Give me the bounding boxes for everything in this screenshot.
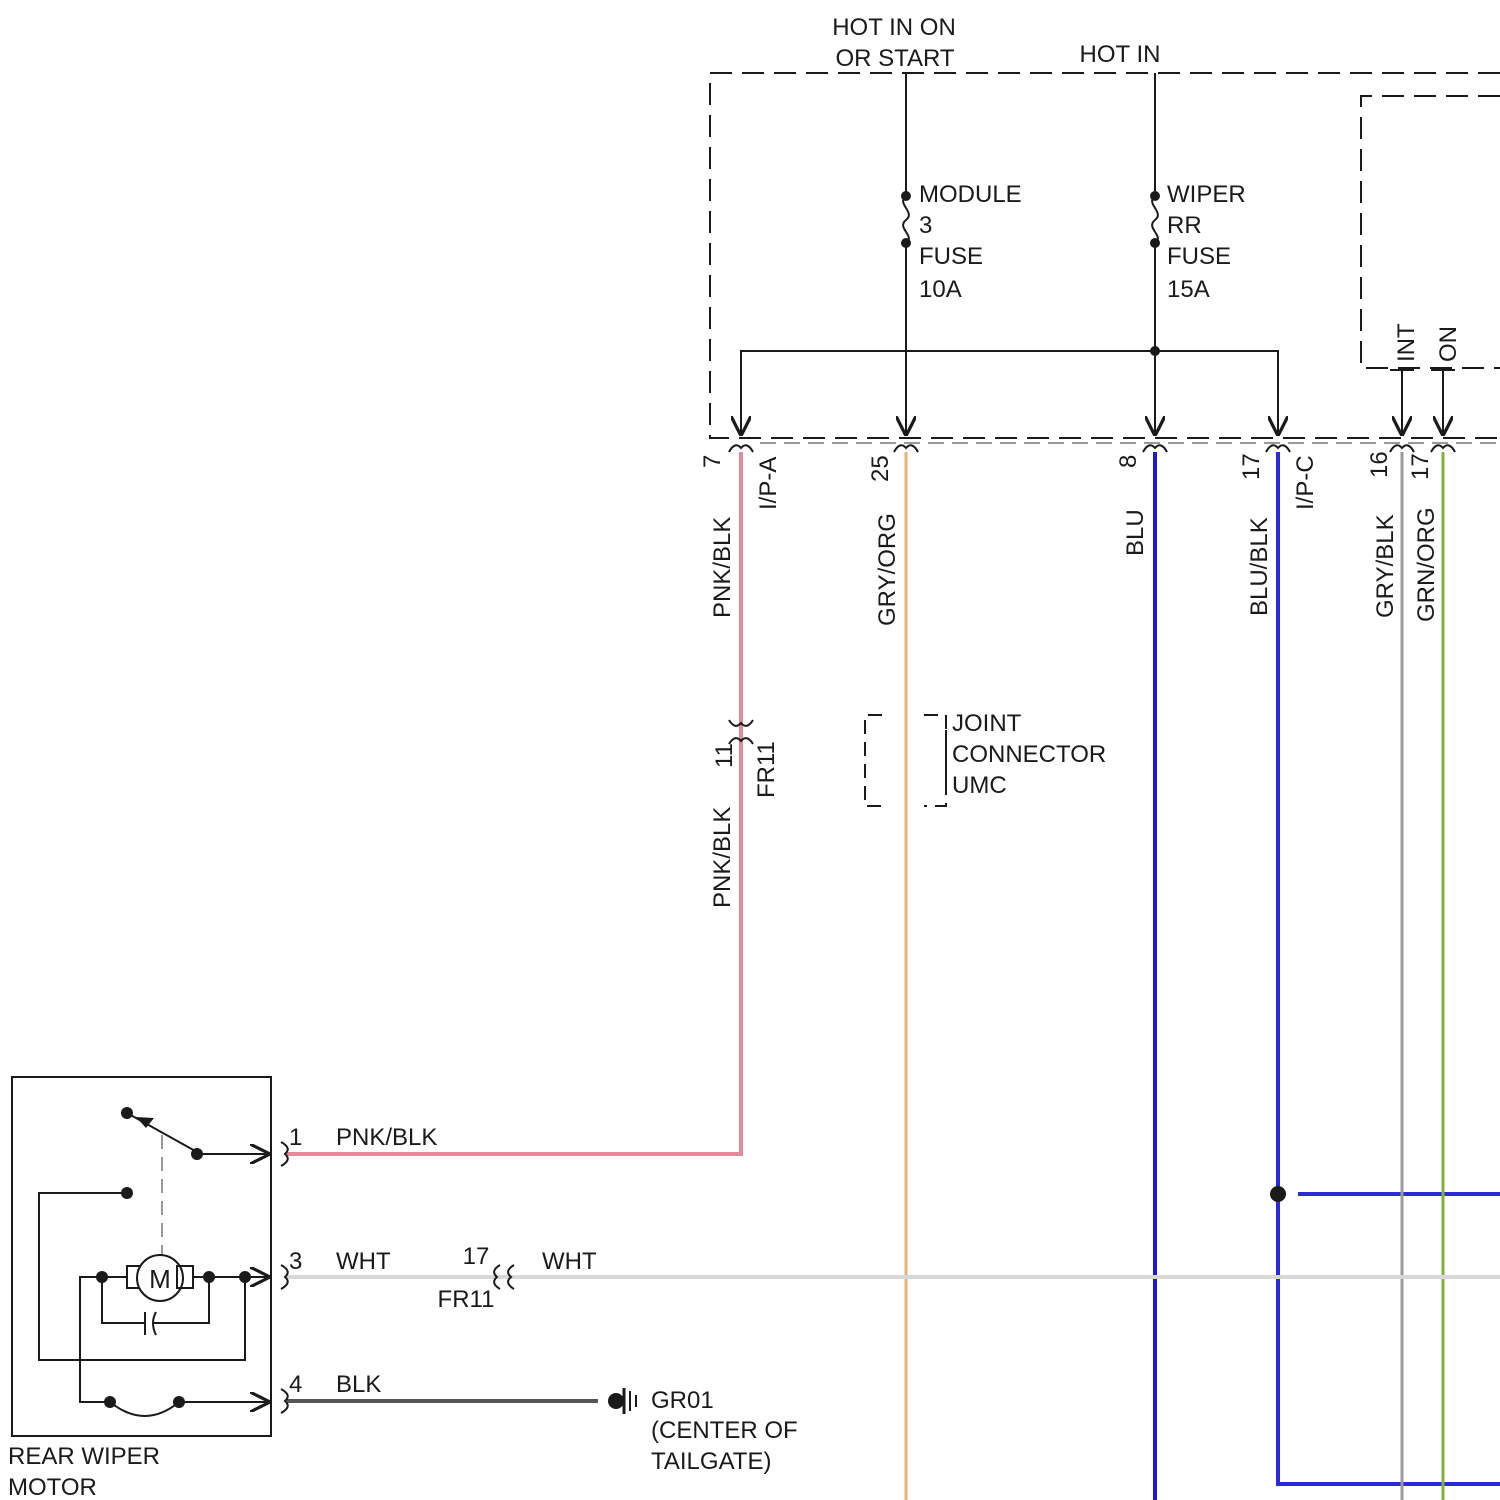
wiper-fuse-label-4: 15A: [1167, 276, 1210, 303]
hot-in-label: HOT IN: [1080, 41, 1161, 68]
module-fuse-label-3: FUSE: [919, 243, 983, 270]
pnk-blk-label-lower: PNK/BLK: [709, 807, 736, 908]
motor-connector-terminals: [281, 1142, 288, 1413]
ip-c-label: I/P-C: [1292, 455, 1319, 510]
blu-label: BLU: [1122, 509, 1149, 556]
grn-org-label: GRN/ORG: [1413, 507, 1440, 622]
joint-connector-label-1: JOINT: [952, 710, 1022, 737]
motor-pin-1: 1: [289, 1124, 302, 1151]
module-fuse-label-2: 3: [919, 212, 932, 239]
int-label: INT: [1393, 323, 1420, 362]
pin-8-label: 8: [1115, 455, 1142, 468]
pin-16-label: 16: [1366, 451, 1393, 478]
pin-7-label: 7: [699, 455, 726, 468]
fr11-top-pin: 11: [711, 743, 738, 768]
ground-location-line1: (CENTER OF: [651, 1417, 798, 1444]
joint-connector-label-2: CONNECTOR: [952, 741, 1106, 768]
module-fuse-label-4: 10A: [919, 276, 962, 303]
on-label: ON: [1435, 326, 1462, 362]
ip-connector-terminals: [729, 445, 1455, 452]
fuse-box-outline: [710, 73, 1500, 438]
wiper-fuse-symbol: [1150, 191, 1160, 248]
wiper-fuse-label-1: WIPER: [1167, 181, 1246, 208]
motor-pnk-blk-label: PNK/BLK: [336, 1124, 437, 1151]
fr11-top-name: FR11: [753, 741, 780, 798]
wht-label-right: WHT: [542, 1248, 597, 1275]
module-fuse-label-1: MODULE: [919, 181, 1022, 208]
motor-title-line1: REAR WIPER: [8, 1443, 160, 1470]
pin-25-label: 25: [867, 455, 894, 482]
blu-blk-splice-dot: [1270, 1186, 1286, 1202]
pnk-blk-wire: [287, 452, 741, 1154]
hot-on-start-label-line2: OR START: [835, 45, 954, 72]
pin-17b-label: 17: [1407, 453, 1434, 480]
motor-m-label: M: [149, 1264, 171, 1294]
blu-blk-label: BLU/BLK: [1246, 517, 1273, 616]
motor-title-line2: MOTOR: [8, 1474, 97, 1500]
ground-location-line2: TAILGATE): [651, 1448, 771, 1475]
rear-wiper-motor: M: [12, 1077, 271, 1436]
wiper-fuse-label-3: FUSE: [1167, 243, 1231, 270]
motor-blk-label: BLK: [336, 1371, 381, 1398]
ground-id-label: GR01: [651, 1387, 714, 1414]
fr11-bottom-name: FR11: [438, 1286, 495, 1313]
internal-bus-wire: [741, 351, 1278, 434]
wiper-switch-outline: [1361, 96, 1500, 368]
hot-on-start-label-line1: HOT IN ON: [832, 14, 956, 41]
gry-blk-label: GRY/BLK: [1372, 514, 1399, 618]
motor-pin-4: 4: [289, 1371, 302, 1398]
fuse-box: HOT IN ON OR START HOT IN MODULE 3 FUSE …: [710, 14, 1500, 438]
ip-a-label: I/P-A: [755, 457, 782, 510]
motor-enclosure: [12, 1077, 271, 1436]
ground-symbol: [608, 1388, 636, 1414]
motor-wht-label: WHT: [336, 1248, 391, 1275]
motor-pin-3: 3: [289, 1248, 302, 1275]
gry-org-label: GRY/ORG: [874, 513, 901, 626]
pnk-blk-label-upper: PNK/BLK: [709, 517, 736, 618]
fr11-bottom-pin: 17: [463, 1243, 490, 1270]
pin-17-label: 17: [1238, 453, 1265, 480]
wiper-fuse-label-2: RR: [1167, 212, 1202, 239]
joint-connector-label-3: UMC: [952, 772, 1007, 799]
module-fuse-symbol: [901, 191, 911, 248]
